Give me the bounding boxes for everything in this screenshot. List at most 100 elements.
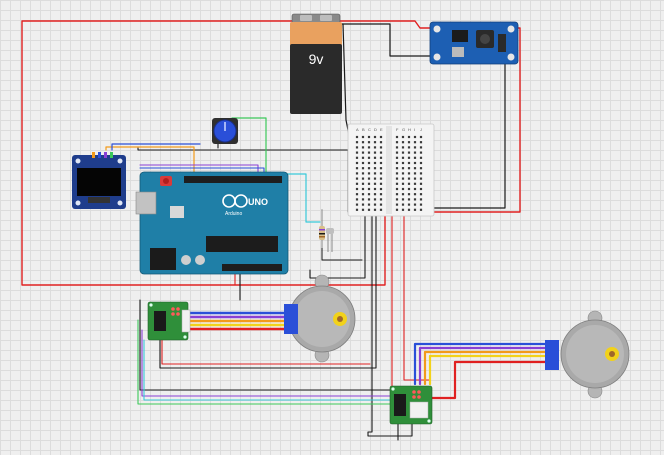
svg-text:G: G [402,127,405,132]
battery-body-top [290,22,342,46]
potentiometer[interactable] [212,118,238,144]
breadboard-hole [367,167,371,170]
breadboard-hole [367,203,371,206]
breadboard-hole [407,193,411,196]
arduino-digital-header [184,176,282,183]
breadboard-hole [361,172,365,175]
breadboard-hole [395,193,399,196]
breadboard[interactable]: A B C D E F G H I J [347,123,435,217]
breadboard-hole [413,182,417,185]
breadboard-hole [367,151,371,154]
breadboard-hole [419,135,423,139]
arduino-power-jack [150,248,176,270]
breadboard-hole [395,177,399,180]
breadboard-hole [373,177,377,180]
breadboard-hole [379,141,383,144]
breadboard-hole [407,203,411,206]
breadboard-hole [413,161,417,165]
breadboard-hole [361,182,365,185]
wire-bundle-motor1 [188,311,297,331]
battery-voltage-label: 9v [309,51,324,67]
breadboard-hole [361,135,365,139]
oled-header-pins [92,152,113,158]
breadboard-hole [379,198,383,201]
breadboard-hole [395,161,399,165]
breadboard-hole [413,208,417,211]
breadboard-hole [401,193,405,196]
breadboard-hole [373,182,377,185]
breadboard-hole [407,141,411,144]
breadboard-hole [379,208,383,211]
breadboard-hole [401,182,405,185]
wire-green-pot [231,117,267,179]
breadboard-hole [355,203,359,206]
breadboard-hole [355,161,359,165]
breadboard-hole [367,135,371,139]
breadboard-hole [373,208,377,211]
oled-display-module[interactable] [72,152,126,209]
breadboard-hole [419,146,423,149]
breadboard-hole [367,198,371,201]
breadboard-hole [395,172,399,175]
driver1-leds [171,307,180,316]
svg-text:J: J [420,127,422,132]
buck-mount-hole-bl [433,53,441,61]
breadboard-hole [407,182,411,185]
breadboard-hole [355,141,359,144]
breadboard-hole [367,146,371,149]
stepper-motor-1[interactable] [284,274,356,363]
motor2-shaft [609,351,615,357]
breadboard-hole [407,167,411,170]
svg-text:I: I [414,127,415,132]
resistor[interactable] [319,210,325,248]
driver1-ic [154,311,166,331]
breadboard-hole [355,172,359,175]
breadboard-hole [395,167,399,170]
breadboard-hole [355,208,359,211]
breadboard-hole [413,172,417,175]
breadboard-hole [395,208,399,211]
breadboard-hole [407,151,411,154]
breadboard-hole [395,198,399,201]
stepper-driver-board-1[interactable] [147,301,191,341]
breadboard-hole [373,135,377,139]
breadboard-hole [355,193,359,196]
breadboard-hole [367,177,371,180]
wire-green-driver2 [137,319,391,405]
breadboard-hole [361,141,365,144]
stepper-motor-2[interactable] [545,310,630,399]
breadboard-hole [355,182,359,185]
wire-red-motor2 [430,360,554,400]
breadboard-hole [373,203,377,206]
svg-text:H: H [408,127,411,132]
stepper-driver-board-2[interactable] [389,385,433,425]
arduino-uno-board[interactable]: UNO Arduino [135,171,289,275]
wire-red-driver1-bottom [161,339,371,365]
breadboard-hole [401,177,405,180]
motor2-wire-housing [545,340,559,370]
breadboard-hole [413,187,417,191]
motor1-shaft [337,316,343,322]
arduino-uno-label: UNO [248,197,268,207]
breadboard-hole [419,208,423,211]
breadboard-hole [401,141,405,144]
led-component[interactable] [326,228,334,252]
breadboard-hole [407,208,411,211]
breadboard-hole [367,182,371,185]
battery-9v[interactable]: 9v [290,13,342,114]
svg-text:B: B [362,127,365,132]
buck-converter-module[interactable] [429,21,519,65]
breadboard-hole [401,146,405,149]
breadboard-hole [379,161,383,165]
breadboard-hole [413,167,417,170]
motor1-wire-housing [284,304,298,334]
breadboard-hole [419,141,423,144]
breadboard-hole [407,172,411,175]
breadboard-hole [401,135,405,139]
breadboard-hole [419,198,423,201]
breadboard-hole [361,203,365,206]
breadboard-hole [413,203,417,206]
breadboard-hole [373,187,377,191]
breadboard-hole [355,198,359,201]
